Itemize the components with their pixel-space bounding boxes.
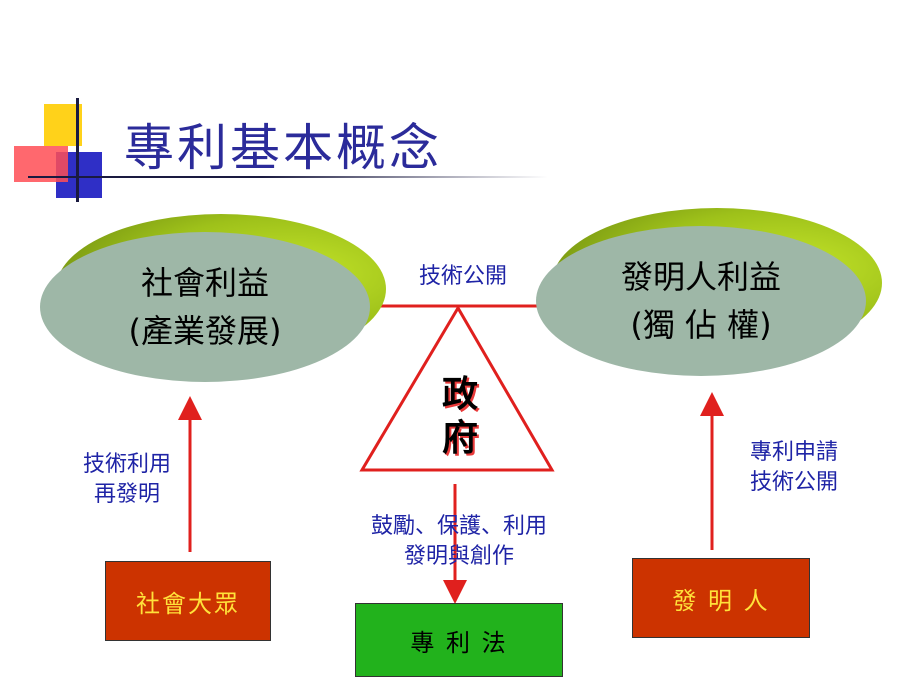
- ellipse-text: 社會利益 (產業發展): [40, 232, 370, 382]
- inventor-box: 發 明 人: [632, 558, 810, 638]
- technology-use-line1: 技術利用: [82, 452, 171, 477]
- public-box: 社會大眾: [105, 561, 271, 641]
- technology-disclosure-label: 技術公開: [418, 264, 507, 289]
- government-triangle: [359, 305, 555, 472]
- government-char-2: 府: [441, 417, 478, 459]
- technology-use-line2: 再發明: [93, 482, 160, 507]
- patent-application-line1: 專利申請: [749, 440, 838, 465]
- inventor-benefit-ellipse: 發明人利益 (獨 佔 權): [536, 208, 896, 388]
- patent-law-box: 專 利 法: [355, 603, 563, 677]
- page-title: 專利基本概念: [124, 119, 442, 177]
- encourage-protect-label: 鼓勵、保護、利用 發明與創作: [362, 512, 556, 572]
- encourage-protect-line1: 鼓勵、保護、利用: [370, 514, 547, 539]
- technology-use-label: 技術利用 再發明: [72, 450, 182, 510]
- ellipse-body: [40, 232, 370, 382]
- encourage-protect-line2: 發明與創作: [403, 544, 514, 569]
- government-char-1: 政: [441, 373, 478, 415]
- patent-application-line2: 技術公開: [749, 470, 838, 495]
- inventor-benefit-label: 發明人利益: [620, 258, 781, 296]
- social-benefit-label: 社會利益: [140, 264, 269, 302]
- monopoly-label: (獨 佔 權): [630, 306, 772, 344]
- patent-application-label: 專利申請 技術公開: [736, 438, 852, 498]
- government-label: 政 府: [440, 372, 480, 460]
- title-underline: [28, 176, 548, 178]
- social-benefit-ellipse: 社會利益 (產業發展): [40, 214, 400, 394]
- ellipse-body: [536, 226, 866, 376]
- title-decoration-yellow: [44, 104, 82, 146]
- title-decoration-vline: [76, 98, 79, 202]
- ellipse-text: 發明人利益 (獨 佔 權): [536, 226, 866, 376]
- industry-development-label: (產業發展): [128, 312, 282, 350]
